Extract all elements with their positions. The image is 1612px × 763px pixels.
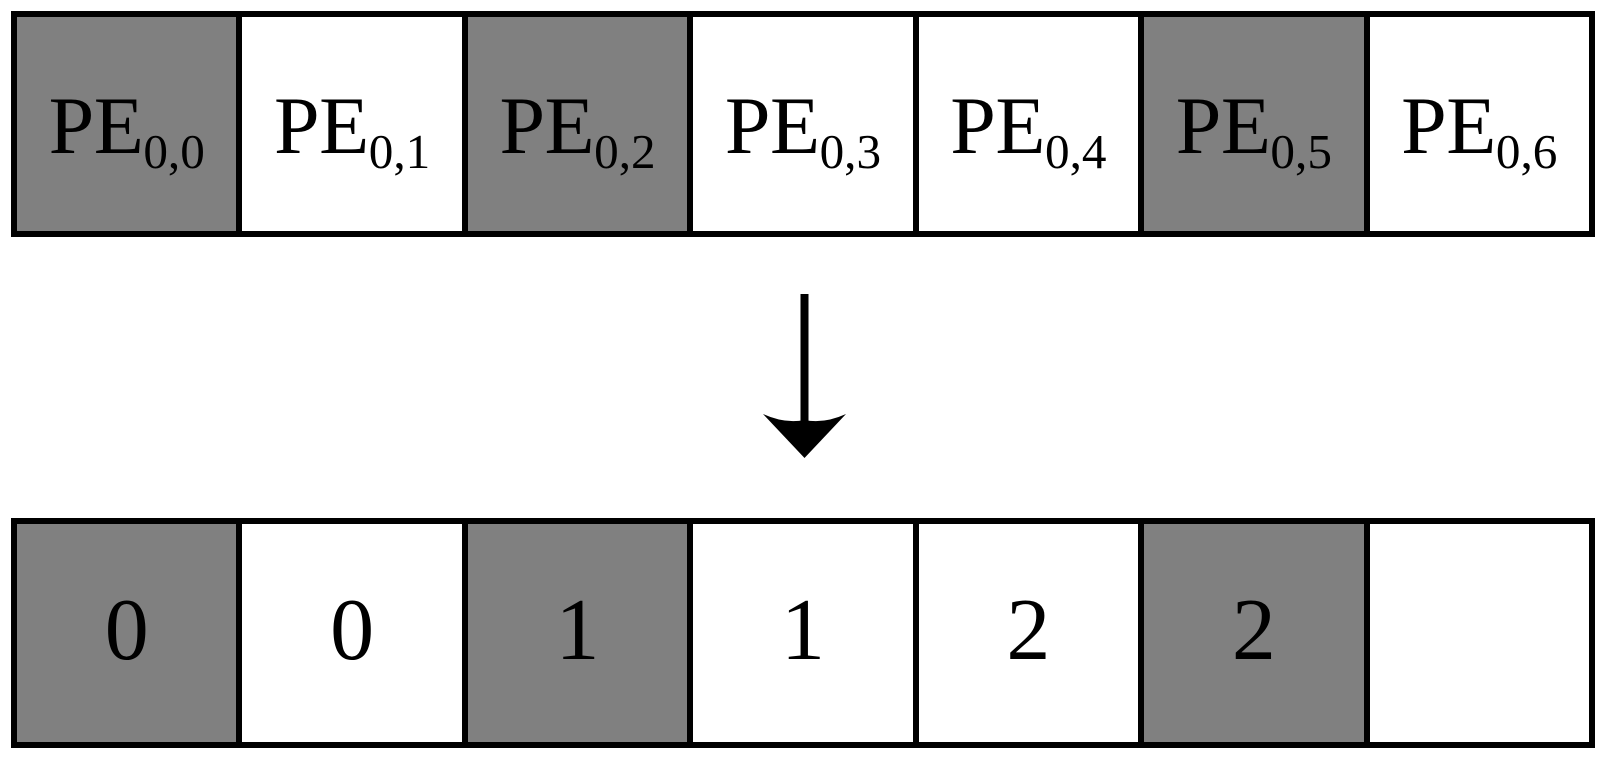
value-cell-4-label: 2 xyxy=(1006,582,1051,679)
value-cell-1-label: 0 xyxy=(330,582,375,679)
pe-cell-4: PE0,4 xyxy=(918,17,1145,231)
value-cell-1: 0 xyxy=(242,524,468,742)
value-cell-4: 2 xyxy=(918,524,1145,742)
value-cell-5-label: 2 xyxy=(1231,582,1276,679)
pe-cell-3-label: PE0,3 xyxy=(725,85,881,176)
pe-cell-3: PE0,3 xyxy=(693,17,919,231)
pe-cell-1: PE0,1 xyxy=(242,17,468,231)
pe-cell-6-prefix: PE xyxy=(1401,80,1496,171)
pe-cell-2: PE0,2 xyxy=(467,17,694,231)
value-cell-3: 1 xyxy=(693,524,919,742)
pe-cell-1-subscript: 0,1 xyxy=(368,123,431,179)
pe-cell-6-label: PE0,6 xyxy=(1401,85,1557,176)
value-cell-3-label: 1 xyxy=(780,582,825,679)
value-cell-2: 1 xyxy=(467,524,694,742)
value-cell-6 xyxy=(1369,524,1589,742)
pe-cell-6: PE0,6 xyxy=(1369,17,1589,231)
pe-cell-0-label: PE0,0 xyxy=(49,85,205,176)
pe-cell-5: PE0,5 xyxy=(1144,17,1370,231)
pe-cell-1-label: PE0,1 xyxy=(274,85,430,176)
pe-cell-2-subscript: 0,2 xyxy=(594,123,656,179)
pe-cell-5-subscript: 0,5 xyxy=(1270,123,1332,179)
arrow-down-icon xyxy=(755,290,855,462)
pe-cell-0: PE0,0 xyxy=(17,17,243,231)
value-cell-0-label: 0 xyxy=(104,582,149,679)
pe-cell-5-prefix: PE xyxy=(1175,80,1271,171)
value-cell-0: 0 xyxy=(17,524,243,742)
pe-cell-1-prefix: PE xyxy=(274,80,369,171)
pe-cell-0-subscript: 0,0 xyxy=(143,123,205,179)
pe-cell-4-prefix: PE xyxy=(950,80,1045,171)
pe-cell-3-prefix: PE xyxy=(724,80,820,171)
pe-cell-5-label: PE0,5 xyxy=(1176,85,1332,176)
pe-cell-3-subscript: 0,3 xyxy=(819,123,882,179)
pe-cell-2-label: PE0,2 xyxy=(499,85,655,176)
value-cell-2-label: 1 xyxy=(555,582,600,679)
processing-element-row: PE0,0 PE0,1 PE0,2 PE0,3 PE0,4 PE0,5 PE0,… xyxy=(11,11,1595,237)
mapped-value-row: 0 0 1 1 2 2 xyxy=(11,518,1595,748)
pe-cell-2-prefix: PE xyxy=(499,80,595,171)
value-cell-5: 2 xyxy=(1144,524,1370,742)
pe-cell-4-subscript: 0,4 xyxy=(1045,123,1107,179)
pe-cell-4-label: PE0,4 xyxy=(950,85,1106,176)
pe-cell-0-prefix: PE xyxy=(48,80,144,171)
pe-cell-6-subscript: 0,6 xyxy=(1495,123,1558,179)
